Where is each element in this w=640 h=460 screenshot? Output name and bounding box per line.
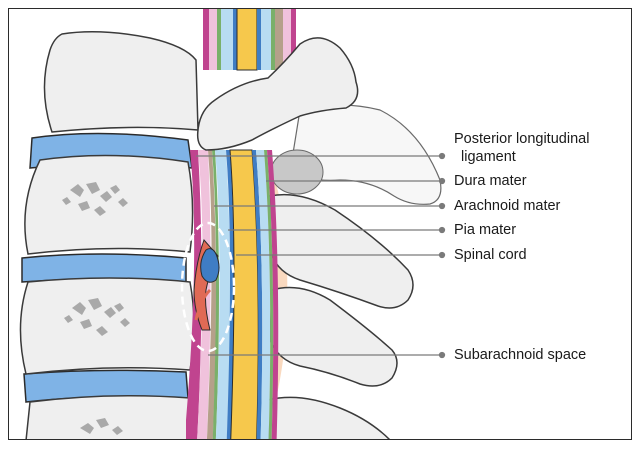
vertebral-body-1 xyxy=(44,32,198,132)
leader-dot-subarachnoid-space xyxy=(440,353,445,358)
label-posterior-longitudinal-ligament-2: ligament xyxy=(461,149,516,166)
label-pia-mater: Pia mater xyxy=(454,222,516,239)
label-spinal-cord: Spinal cord xyxy=(454,247,527,264)
label-arachnoid-mater: Arachnoid mater xyxy=(454,198,560,215)
label-subarachnoid-space: Subarachnoid space xyxy=(454,347,586,364)
label-posterior-longitudinal-ligament-1: Posterior longitudinal xyxy=(454,131,589,148)
vertebral-body-3 xyxy=(20,278,194,374)
leader-dot-dura-mater xyxy=(440,179,445,184)
nerve-rootlet xyxy=(201,249,219,283)
upper-canal-strip xyxy=(203,0,296,70)
leader-dot-arachnoid-mater xyxy=(440,204,445,209)
vertebral-body-2 xyxy=(25,155,193,254)
leader-dot-spinal-cord xyxy=(440,253,445,258)
leader-dot-pia-mater xyxy=(440,228,445,233)
leader-dot-posterior-longitudinal-ligament xyxy=(440,154,445,159)
label-dura-mater: Dura mater xyxy=(454,173,527,190)
